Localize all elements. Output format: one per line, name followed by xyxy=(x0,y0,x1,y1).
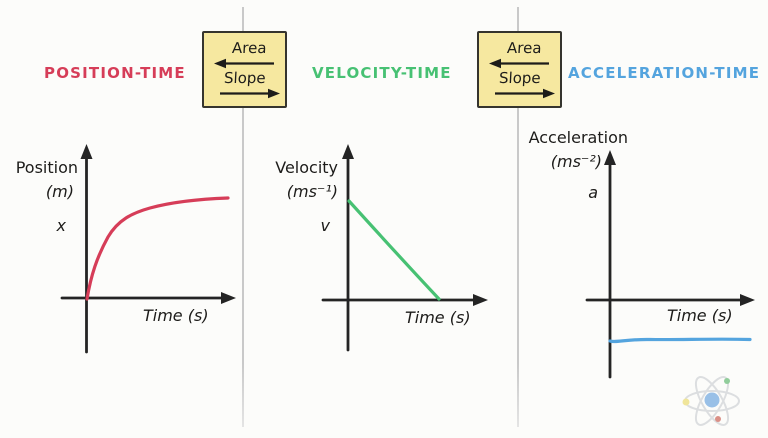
position-curve xyxy=(85,196,230,301)
atom-logo xyxy=(682,376,740,426)
position-xlabel: Time (s) xyxy=(143,306,209,325)
acceleration-curve xyxy=(608,337,752,344)
electron-red xyxy=(715,416,721,422)
acceleration-ylabel: Acceleration xyxy=(528,128,628,147)
y-axis-arrow-icon xyxy=(80,144,93,159)
velocity-ysymbol: v xyxy=(320,216,330,235)
orbit-ring xyxy=(694,376,730,426)
slope-label: Slope xyxy=(223,69,266,87)
x-axis-arrow-icon xyxy=(740,294,755,306)
velocity-ylabel: Velocity xyxy=(275,158,338,177)
velocity-xlabel: Time (s) xyxy=(405,308,471,327)
x-axis-arrow-icon xyxy=(221,292,236,304)
electron-green xyxy=(724,378,730,384)
velocity-graph xyxy=(321,144,488,352)
position-time-title: POSITION-TIME xyxy=(44,64,186,82)
electron-yellow xyxy=(682,398,690,406)
acceleration-xlabel: Time (s) xyxy=(667,306,733,325)
slope-label: Slope xyxy=(498,69,541,87)
slope-arrow-right-icon xyxy=(494,88,555,99)
area-arrow-left-icon xyxy=(213,58,274,69)
slope-arrow-right-icon xyxy=(219,88,280,99)
acceleration-yunit: (ms⁻²) xyxy=(550,152,602,171)
velocity-time-title: VELOCITY-TIME xyxy=(312,64,452,82)
area-slope-note-2: Area Slope xyxy=(477,31,562,108)
orbit-ring xyxy=(694,376,730,426)
panel-divider-left xyxy=(242,7,244,427)
position-ysymbol: x xyxy=(56,216,66,235)
area-label: Area xyxy=(506,39,543,57)
area-arrow-left-icon xyxy=(488,58,549,69)
panel-divider-right xyxy=(517,7,519,427)
position-graph xyxy=(60,144,236,354)
area-slope-note-1: Area Slope xyxy=(202,31,287,108)
acceleration-ysymbol: a xyxy=(588,183,598,202)
y-axis-arrow-icon xyxy=(342,144,354,159)
nucleus xyxy=(704,392,720,408)
area-label: Area xyxy=(231,39,268,57)
acceleration-graph xyxy=(585,150,755,379)
x-axis-arrow-icon xyxy=(473,294,488,306)
acceleration-time-title: ACCELERATION-TIME xyxy=(568,64,761,82)
position-ylabel: Position xyxy=(15,158,78,177)
position-yunit: (m) xyxy=(45,182,74,201)
velocity-yunit: (ms⁻¹) xyxy=(286,182,338,201)
y-axis-arrow-icon xyxy=(604,150,616,165)
velocity-curve xyxy=(347,199,441,301)
